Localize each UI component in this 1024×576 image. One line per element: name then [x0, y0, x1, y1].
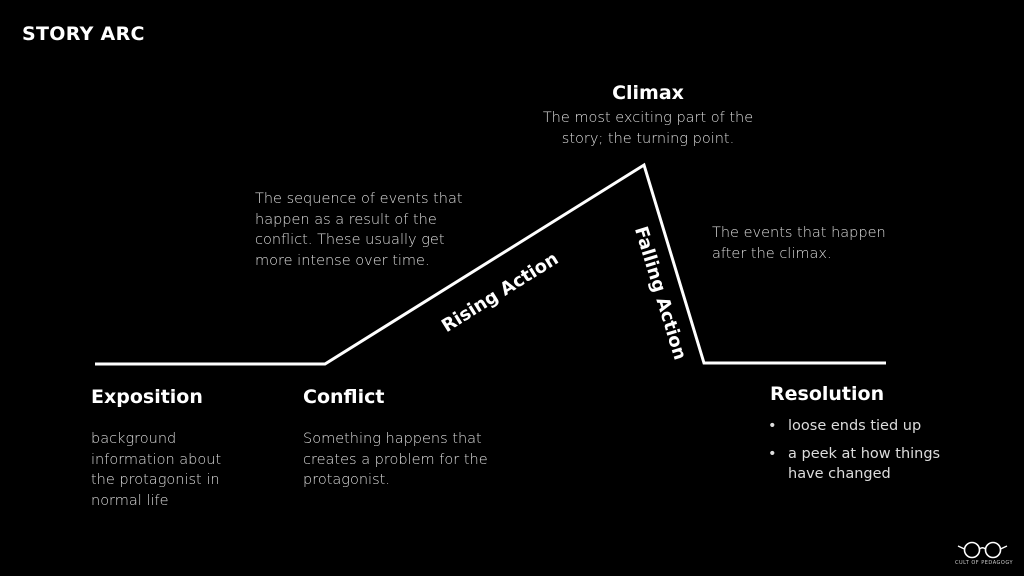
list-item: • loose ends tied up	[768, 416, 968, 437]
bullet-icon: •	[768, 418, 777, 434]
exposition-description: background information about the protago…	[91, 431, 222, 509]
climax-description: The most exciting part of the story; the…	[542, 110, 754, 147]
list-item: • a peek at how things have changed	[768, 444, 968, 485]
resolution-heading: Resolution	[770, 383, 885, 405]
falling-action-description: The events that happen after the climax.	[712, 225, 886, 262]
resolution-list: • loose ends tied up • a peek at how thi…	[768, 416, 968, 492]
exposition-heading: Exposition	[91, 386, 203, 408]
conflict-heading: Conflict	[303, 386, 385, 408]
bullet-icon: •	[768, 445, 777, 462]
conflict-description: Something happens that creates a problem…	[303, 431, 488, 488]
resolution-item-text: a peek at how things have changed	[788, 445, 941, 483]
page-title: STORY ARC	[22, 23, 145, 45]
glasses-icon	[957, 541, 1008, 559]
climax-heading: Climax	[612, 82, 684, 104]
rising-action-description: The sequence of events that happen as a …	[255, 191, 463, 269]
logo-text: CULT OF PEDAGOGY	[954, 560, 1014, 566]
resolution-item-text: loose ends tied up	[788, 418, 922, 434]
